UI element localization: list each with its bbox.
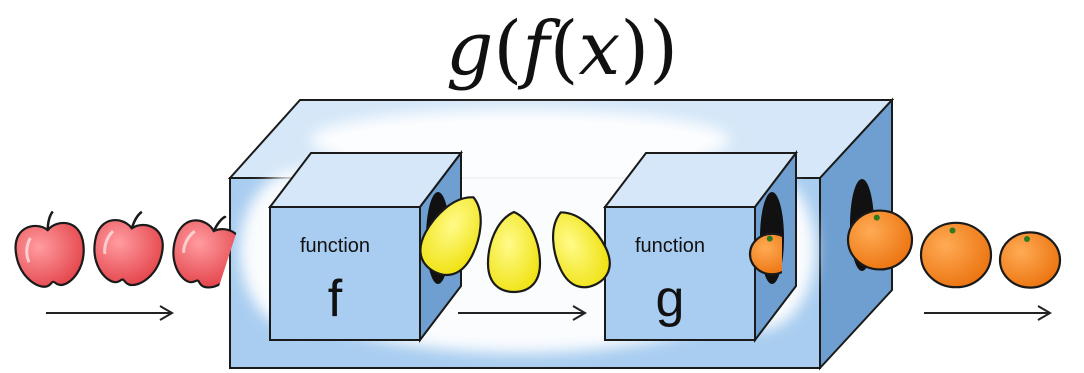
arrow-input-head (159, 305, 174, 321)
formula-open-paren-inner: ( (550, 6, 579, 92)
lemon-icon (486, 210, 542, 294)
formula-g: g (446, 6, 493, 92)
lemon-icon (419, 196, 482, 277)
orange-icon (998, 231, 1062, 289)
apple-icon (93, 210, 164, 287)
box-g-letter: g (656, 270, 685, 328)
orange-icon (748, 232, 782, 276)
output-oranges (748, 209, 1062, 289)
orange-icon (919, 221, 993, 289)
lemon-icon (552, 211, 611, 289)
composition-formula: g(f(x)) (446, 6, 678, 92)
input-apples (14, 210, 241, 289)
arrow-output-head (1037, 305, 1052, 321)
formula-close-parens: )) (620, 6, 678, 92)
apple-icon (14, 210, 85, 288)
function-box-g: function g (602, 150, 799, 343)
box-f-letter: f (328, 270, 343, 328)
intermediate-lemons (419, 196, 611, 294)
svg-text:g(f(x)): g(f(x)) (446, 6, 678, 92)
box-g-front (604, 206, 756, 341)
box-g-caption: function (635, 235, 705, 257)
box-f-front (269, 206, 421, 341)
orange-icon (846, 209, 914, 271)
formula-x: x (579, 6, 621, 92)
function-box-f: function f (267, 150, 464, 343)
box-f-caption: function (300, 235, 370, 257)
formula-open-paren: ( (493, 6, 522, 92)
flow-arrows (46, 305, 1052, 321)
arrow-middle-head (572, 305, 587, 321)
